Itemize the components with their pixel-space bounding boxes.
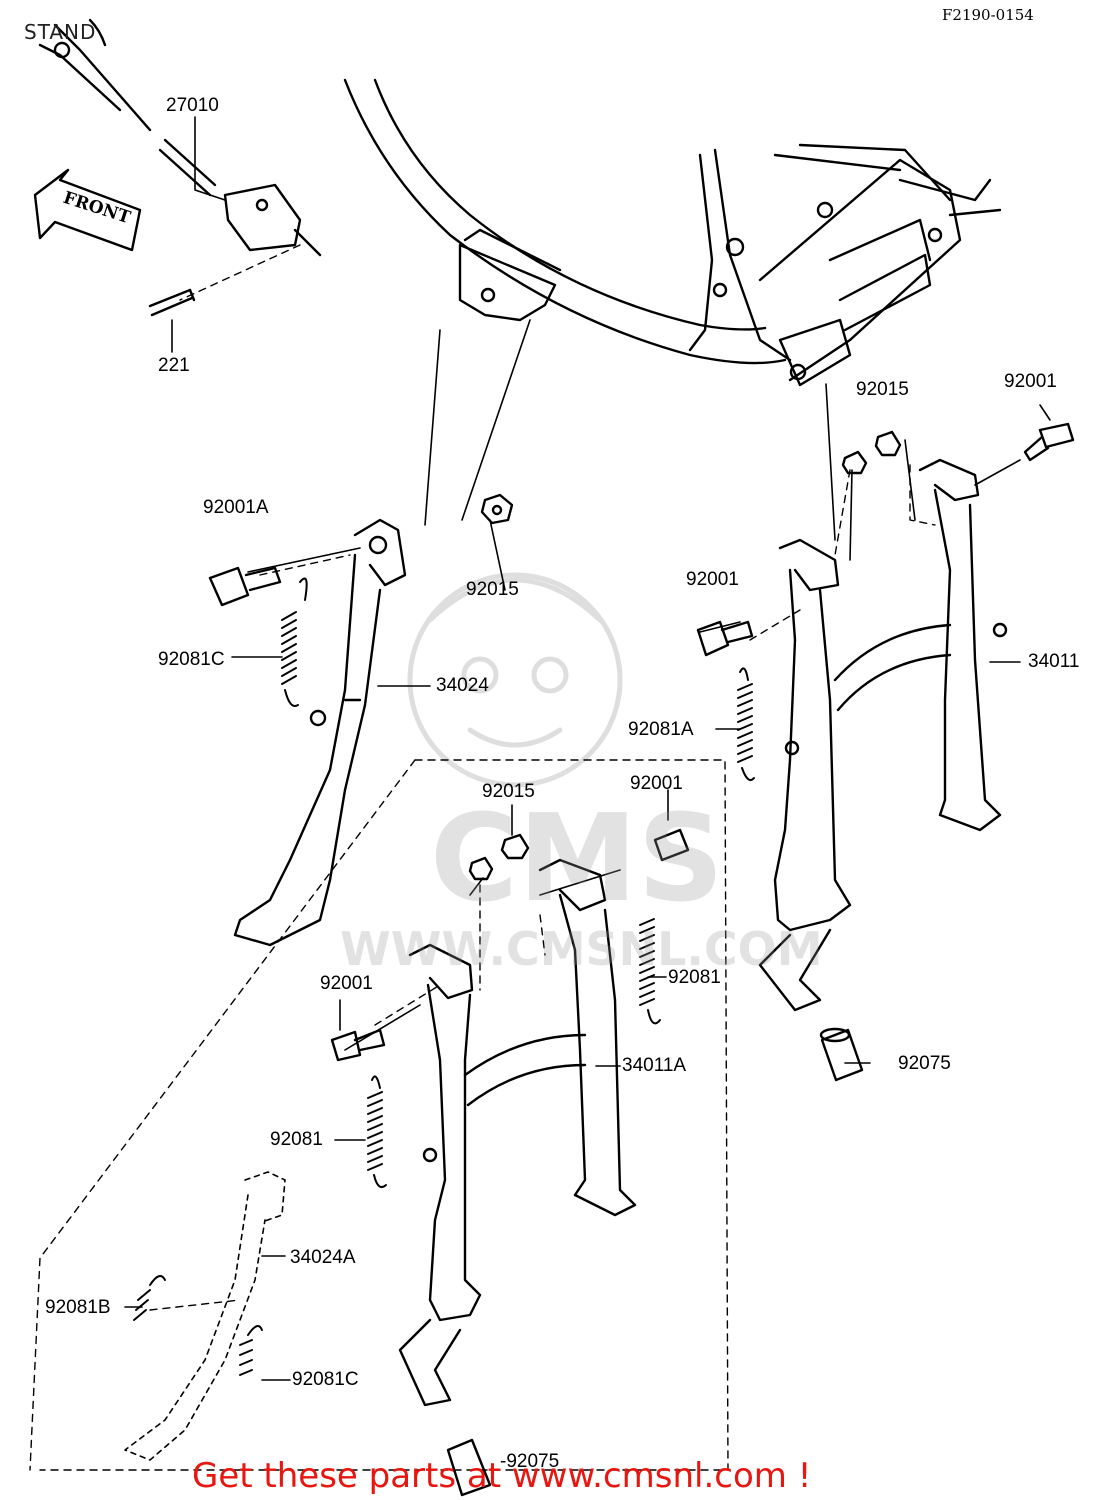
spring-92081a — [737, 667, 755, 781]
leader-lines — [124, 116, 1051, 1381]
part-label-92081b: 92081B — [45, 1297, 111, 1318]
watermark-logo-text: CMS — [430, 790, 724, 929]
side-stand-upper — [233, 518, 407, 947]
part-label-92081-left: 92081 — [270, 1129, 323, 1150]
part-label-34011: 34011 — [1028, 651, 1080, 672]
part-label-92081-right: 92081 — [668, 967, 721, 988]
part-label-92081c-upper: 92081C — [158, 649, 225, 670]
part-label-92015-mid: 92015 — [466, 579, 519, 600]
rubber-cap-right — [819, 1027, 864, 1082]
part-label-92001-left: 92001 — [320, 973, 373, 994]
springs-lower — [133, 918, 661, 1376]
center-stand-lower — [398, 858, 637, 1407]
watermark-logo — [407, 572, 623, 788]
part-label-92001-low: 92001 — [630, 773, 683, 794]
front-arrow-icon — [33, 168, 142, 252]
part-label-92001-mid: 92001 — [686, 569, 739, 590]
nuts-lower — [468, 833, 530, 881]
center-stand-upper — [758, 458, 1008, 1012]
part-label-34024a: 34024A — [290, 1247, 356, 1268]
dashed-lines — [29, 244, 936, 1471]
part-label-92015-top: 92015 — [856, 379, 909, 400]
footer-link-text[interactable]: Get these parts at www.cmsnl.com ! — [192, 1456, 812, 1496]
side-stand-lower — [124, 1171, 286, 1461]
part-label-92075-right: 92075 — [898, 1053, 951, 1074]
side-stand-switch — [38, 18, 322, 317]
rubber-cap-bottom — [446, 1438, 492, 1497]
bolts-lower — [330, 828, 690, 1062]
part-label-92001-top: 92001 — [1004, 371, 1057, 392]
bolt-92001a — [208, 566, 282, 607]
frame — [343, 78, 1002, 387]
part-label-221: 221 — [158, 355, 190, 376]
nuts-top — [841, 430, 902, 475]
part-label-27010: 27010 — [166, 95, 219, 116]
part-label-34024: 34024 — [436, 675, 489, 696]
bolt-top — [1023, 422, 1075, 462]
part-label-92015-low: 92015 — [482, 781, 535, 802]
part-label-92081a: 92081A — [628, 719, 694, 740]
diagram-title: STAND — [24, 20, 97, 44]
bolt-mid — [696, 620, 754, 657]
nut-mid — [480, 493, 514, 525]
figure-code: F2190-0154 — [942, 6, 1034, 24]
part-label-92001a: 92001A — [203, 497, 269, 518]
watermark-url: WWW.CMSNL.COM — [340, 922, 823, 976]
spring-upper — [281, 577, 308, 707]
part-label-92081c-lower: 92081C — [292, 1369, 359, 1390]
part-label-92075-bottom: -92075 — [500, 1451, 560, 1472]
part-label-34011a: 34011A — [622, 1055, 687, 1076]
